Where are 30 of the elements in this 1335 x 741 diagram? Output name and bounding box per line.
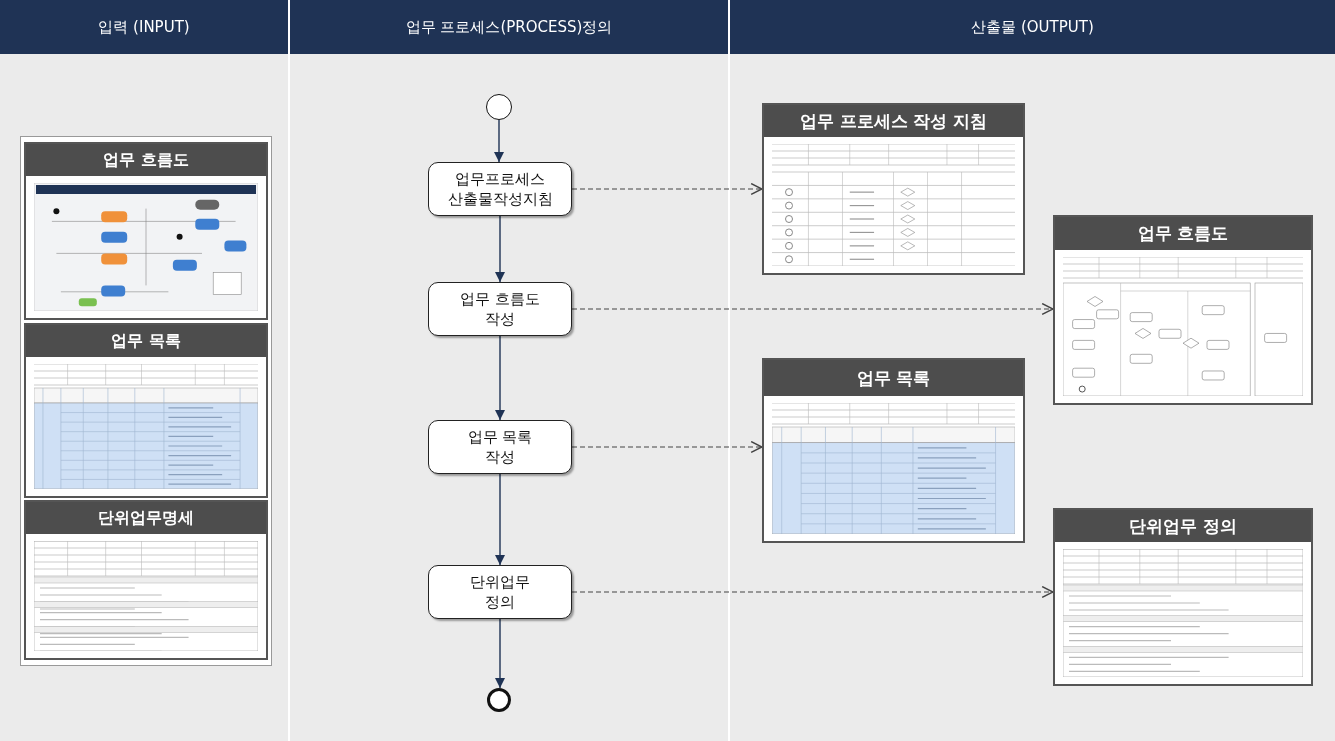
process-box: 단위업무 정의 (428, 565, 572, 619)
card-title: 업무 프로세스 작성 지침 (764, 105, 1023, 137)
document-card (1053, 508, 1313, 686)
arrow (495, 473, 505, 566)
card-title: 업무 목록 (764, 360, 1023, 396)
process-box: 업무 흐름도 작성 (428, 282, 572, 336)
document-card (24, 142, 268, 320)
process-box: 업무프로세스 산출물작성지침 (428, 162, 572, 216)
arrow (495, 215, 505, 283)
dashed-arrow (571, 182, 763, 196)
column-header: 입력 (INPUT) (0, 0, 288, 54)
document-card (762, 103, 1025, 275)
arrow (495, 618, 505, 689)
arrow (495, 335, 505, 421)
dashed-arrow (571, 585, 1054, 599)
dashed-arrow (571, 440, 763, 454)
document-card (24, 500, 268, 660)
card-title: 업무 흐름도 (26, 144, 266, 176)
card-title: 단위업무명세 (26, 502, 266, 534)
document-card (762, 358, 1025, 543)
document-card (24, 323, 268, 498)
process-box: 업무 목록 작성 (428, 420, 572, 474)
document-card (1053, 215, 1313, 405)
card-title: 단위업무 정의 (1055, 510, 1311, 542)
card-title: 업무 목록 (26, 325, 266, 357)
column-header: 업무 프로세스(PROCESS)정의 (290, 0, 728, 54)
dashed-arrow (571, 302, 1054, 316)
column-header: 산출물 (OUTPUT) (730, 0, 1335, 54)
arrow (494, 119, 504, 163)
card-title: 업무 흐름도 (1055, 217, 1311, 250)
